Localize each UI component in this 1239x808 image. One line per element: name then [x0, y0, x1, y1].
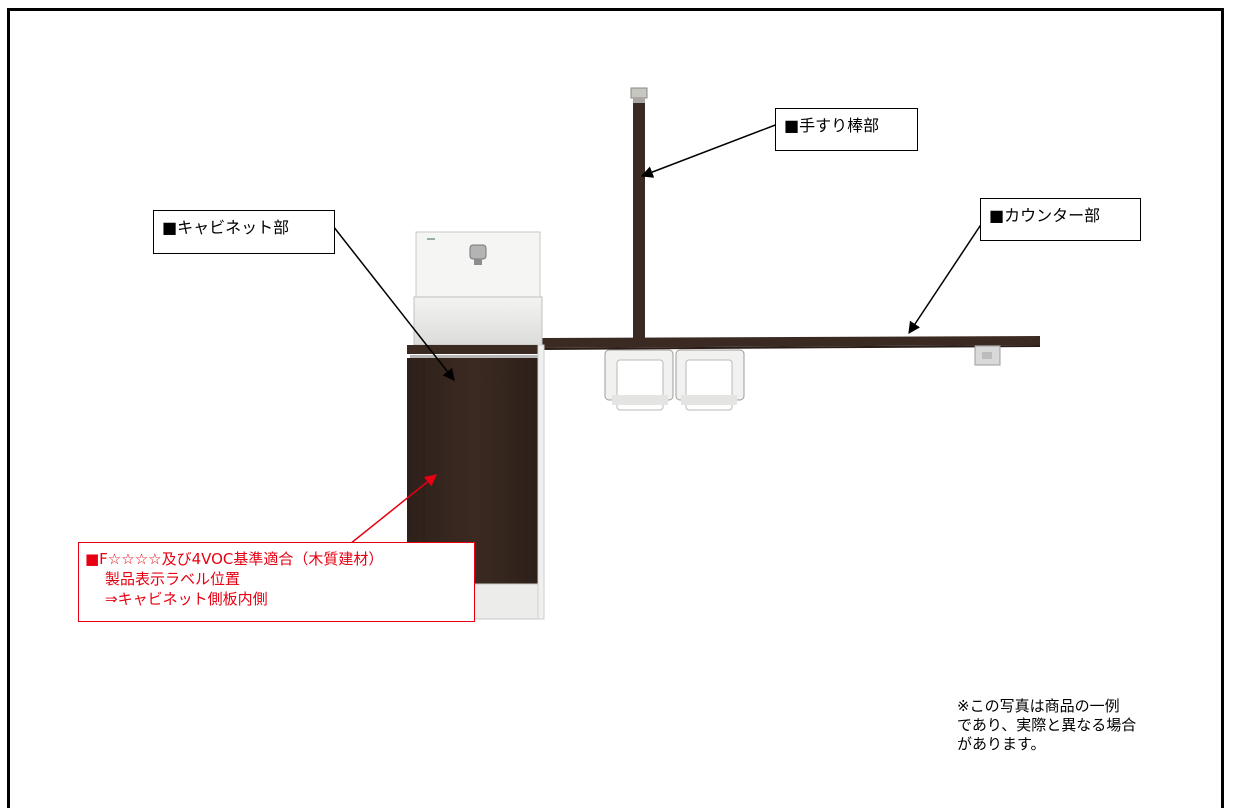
- disclaimer-line2: であり、実際と異なる場合: [957, 716, 1137, 734]
- counter-label: ■カウンター部: [980, 198, 1141, 241]
- handrail-arrow: [640, 123, 779, 178]
- compliance-label-line3: ⇒キャビネット側板内側: [105, 590, 268, 608]
- handrail-pole: [630, 87, 648, 339]
- disclaimer-line1: ※この写真は商品の一例: [957, 697, 1120, 715]
- counter-board: [540, 336, 1040, 366]
- diagram-frame: [7, 8, 1224, 808]
- paper-holder-right: [675, 349, 745, 411]
- compliance-arrow: [349, 474, 437, 545]
- cabinet-label: ■キャビネット部: [153, 210, 335, 254]
- counter-arrow: [908, 219, 985, 334]
- sink-basin: [413, 231, 543, 346]
- cabinet-arrow: [332, 225, 455, 381]
- compliance-label-line2: 製品表示ラベル位置: [105, 570, 241, 588]
- disclaimer-line3: があります。: [957, 735, 1046, 753]
- disclaimer-note: ※この写真は商品の一例 であり、実際と異なる場合 があります。: [957, 697, 1136, 754]
- paper-holder-left: [604, 349, 674, 411]
- compliance-label-line1: ■F☆☆☆☆及び4VOC基準適合（木質建材）: [85, 550, 384, 568]
- handrail-label: ■手すり棒部: [775, 108, 918, 151]
- compliance-label: ■F☆☆☆☆及び4VOC基準適合（木質建材） 製品表示ラベル位置 ⇒キャビネット…: [78, 542, 475, 622]
